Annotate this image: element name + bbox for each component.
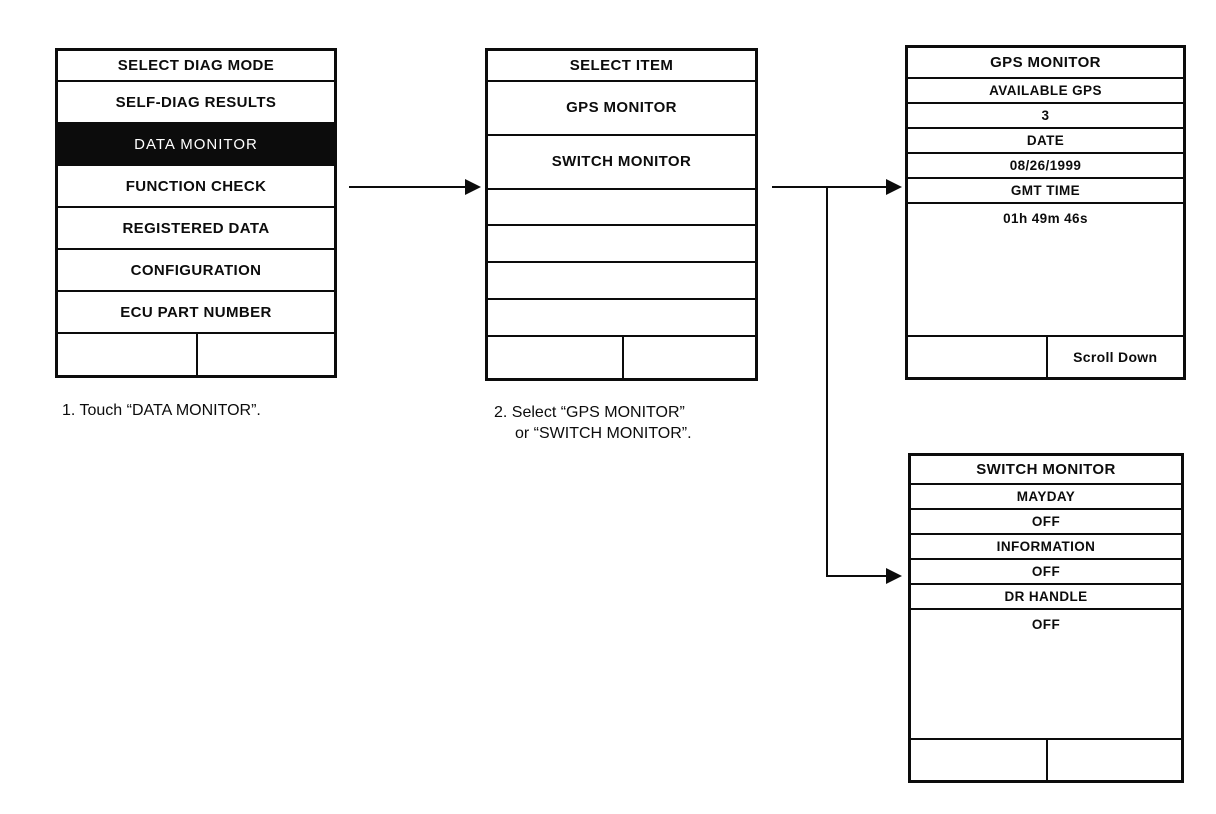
screen-switch-monitor: SWITCH MONITOR MAYDAY OFF INFORMATION OF…: [908, 453, 1184, 783]
caption-step-1: 1. Touch “DATA MONITOR”.: [62, 402, 261, 419]
screen-title: SWITCH MONITOR: [911, 456, 1181, 485]
label-information: INFORMATION: [911, 535, 1181, 560]
label-date: DATE: [908, 129, 1183, 154]
menu-item-registered-data: REGISTERED DATA: [58, 208, 334, 250]
arrow-step2-to-switch-line: [827, 575, 887, 577]
screen-title: SELECT DIAG MODE: [58, 51, 334, 82]
branch-vertical-line: [826, 186, 828, 577]
menu-item-ecu-part-number: ECU PART NUMBER: [58, 292, 334, 334]
label-gmt-time: GMT TIME: [908, 179, 1183, 204]
label-available-gps: AVAILABLE GPS: [908, 79, 1183, 104]
value-dr-handle: OFF: [911, 610, 1181, 740]
screen-title: SELECT ITEM: [488, 51, 755, 82]
empty-row: [488, 300, 755, 337]
footer-button-right: [1046, 740, 1181, 780]
menu-item-switch-monitor: SWITCH MONITOR: [488, 135, 755, 190]
label-dr-handle: DR HANDLE: [911, 585, 1181, 610]
arrow-step1-to-step2-line: [349, 186, 467, 188]
arrowhead-right-icon: [886, 179, 902, 195]
menu-item-data-monitor: DATA MONITOR: [58, 124, 334, 166]
footer-button-left: [488, 337, 622, 378]
footer-row: [488, 336, 756, 378]
value-date: 08/26/1999: [908, 154, 1183, 179]
empty-row: [488, 189, 755, 227]
arrow-step2-to-gps-line: [772, 186, 887, 188]
empty-row: [488, 226, 755, 264]
value-mayday: OFF: [911, 510, 1181, 535]
footer-button-left: [908, 337, 1046, 377]
arrowhead-right-icon: [465, 179, 481, 195]
arrowhead-right-icon: [886, 568, 902, 584]
footer-row: [911, 740, 1181, 780]
footer-button-right: [621, 336, 756, 378]
footer-row: Scroll Down: [908, 337, 1183, 377]
caption-step-2-line-2: or “SWITCH MONITOR”.: [515, 425, 692, 442]
footer-button-right: [196, 334, 334, 375]
value-gmt-time: 01h 49m 46s: [908, 204, 1183, 337]
menu-item-self-diag-results: SELF-DIAG RESULTS: [58, 82, 334, 124]
scroll-down-button: Scroll Down: [1045, 337, 1184, 377]
footer-button-left: [58, 334, 196, 375]
screen-gps-monitor: GPS MONITOR AVAILABLE GPS 3 DATE 08/26/1…: [905, 45, 1186, 380]
screen-title: GPS MONITOR: [908, 48, 1183, 79]
footer-row: [58, 334, 334, 375]
screen-select-item: SELECT ITEM GPS MONITOR SWITCH MONITOR: [485, 48, 758, 381]
empty-row: [488, 263, 755, 301]
label-mayday: MAYDAY: [911, 485, 1181, 510]
value-available-gps: 3: [908, 104, 1183, 129]
screen-select-diag-mode: SELECT DIAG MODE SELF-DIAG RESULTS DATA …: [55, 48, 337, 378]
footer-button-left: [911, 740, 1046, 780]
menu-item-configuration: CONFIGURATION: [58, 250, 334, 292]
caption-step-2: 2. Select “GPS MONITOR” or “SWITCH MONIT…: [494, 402, 692, 444]
menu-item-function-check: FUNCTION CHECK: [58, 166, 334, 208]
value-information: OFF: [911, 560, 1181, 585]
caption-step-2-line-1: 2. Select “GPS MONITOR”: [494, 404, 685, 421]
menu-item-gps-monitor: GPS MONITOR: [488, 82, 755, 136]
